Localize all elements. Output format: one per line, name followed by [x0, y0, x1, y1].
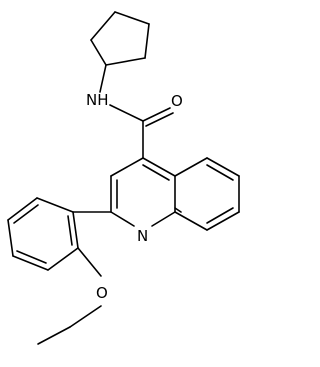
bond	[114, 11, 150, 25]
bond	[151, 211, 176, 227]
bond	[110, 211, 135, 227]
benzo-ring	[174, 157, 240, 231]
bond	[99, 64, 107, 93]
bond	[7, 219, 14, 257]
bond	[69, 305, 102, 328]
bond	[144, 23, 150, 59]
bond	[37, 326, 71, 345]
bond	[174, 157, 208, 177]
bond	[109, 104, 144, 122]
bond	[47, 247, 79, 271]
bond	[206, 211, 240, 231]
bond	[12, 255, 49, 271]
bond	[72, 211, 79, 249]
bond	[145, 112, 174, 127]
bond	[67, 215, 73, 246]
carbonyl-oxygen-label: O	[171, 92, 183, 110]
bond	[77, 247, 102, 277]
bond	[174, 207, 182, 213]
bond	[206, 207, 234, 224]
bond	[206, 157, 240, 177]
bond	[142, 107, 171, 122]
bond	[142, 157, 176, 177]
ethoxy-chain	[37, 247, 102, 345]
chemical-structure: NH O N O	[7, 11, 240, 345]
bond	[174, 211, 208, 231]
ring-nitrogen-label: N	[137, 227, 148, 245]
pyridine-ring	[110, 157, 176, 227]
bond	[7, 197, 38, 221]
bond	[105, 57, 146, 66]
cyclopentyl-ring	[90, 11, 150, 66]
bond	[13, 204, 39, 224]
bond	[110, 157, 144, 177]
bond	[142, 164, 170, 181]
amide-nh-label: NH	[86, 91, 109, 109]
bond	[16, 250, 47, 264]
carbonyl-group	[142, 107, 174, 159]
phenyl-ring	[7, 197, 79, 271]
bond	[36, 197, 74, 213]
bond	[90, 39, 107, 66]
bond	[206, 164, 234, 181]
bond	[90, 11, 116, 41]
ether-oxygen-label: O	[96, 284, 108, 302]
amide-linker	[99, 64, 144, 122]
